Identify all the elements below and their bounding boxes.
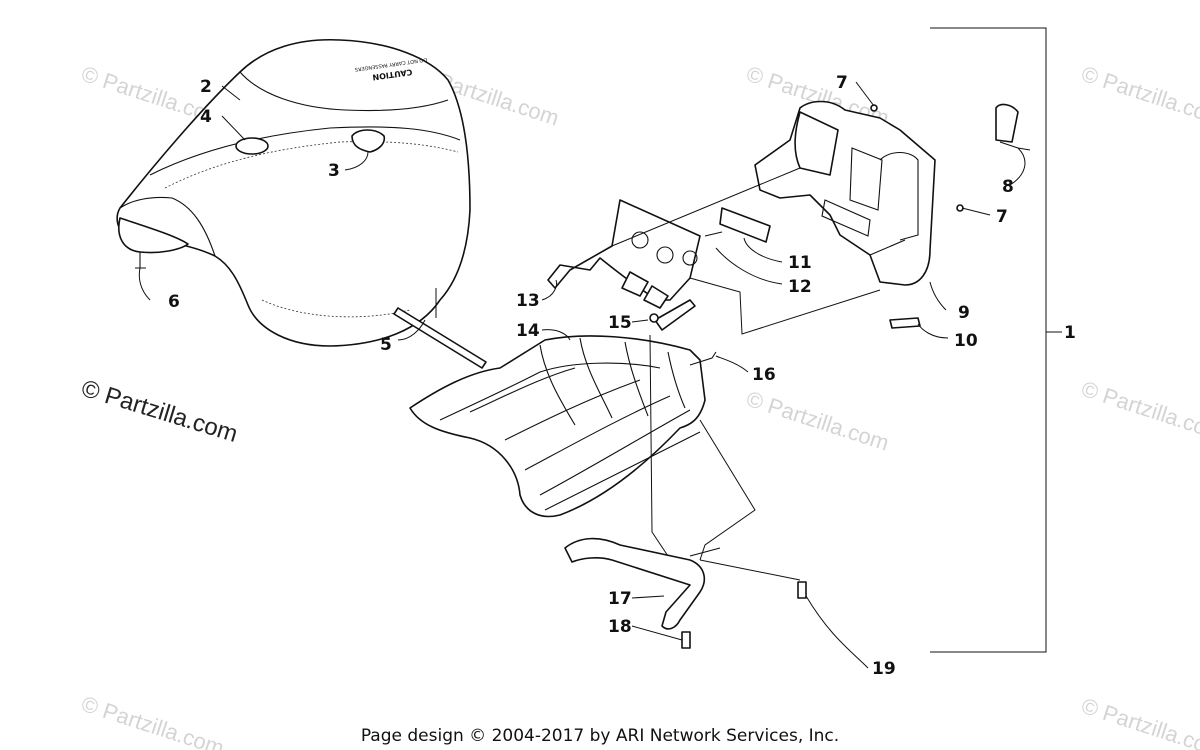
- seat-assembly: CAUTION DO NOT CARRY PASSENGERS: [116, 38, 471, 347]
- rear-console: [754, 100, 936, 286]
- callout-8: 8: [1002, 177, 1014, 197]
- screw: [870, 104, 878, 112]
- callout-10: 10: [954, 331, 978, 351]
- callout-7: 7: [996, 207, 1008, 227]
- callout-17: 17: [608, 589, 632, 609]
- callout-19: 19: [872, 659, 896, 679]
- pin: [689, 351, 717, 366]
- watermark: © Partzilla.com: [1078, 61, 1200, 131]
- callout-13: 13: [516, 291, 540, 311]
- callout-labels: 1 2 3 4 5 6 7 7 8 9 10 11 12 13 14 15 16…: [168, 73, 1076, 679]
- callout-16: 16: [752, 365, 776, 385]
- grab-handle: [564, 537, 721, 630]
- watermark: © Partzilla.com: [1078, 376, 1200, 446]
- seat-base-pan: [409, 335, 706, 518]
- callout-3: 3: [328, 161, 340, 181]
- assembly-bracket-line: [930, 27, 1047, 653]
- seat-base: [409, 335, 706, 518]
- callout-14: 14: [516, 321, 540, 341]
- plate: [719, 207, 771, 243]
- mounting-bracket: [547, 199, 701, 331]
- callout-4: 4: [200, 107, 212, 127]
- clip: [889, 317, 921, 329]
- console-latch: [995, 103, 1019, 143]
- seat-grommet: [235, 137, 269, 155]
- callout-15: 15: [608, 313, 632, 333]
- seat-strap: [351, 129, 386, 153]
- callout-12: 12: [788, 277, 812, 297]
- watermark-main: © Partzilla.com: [78, 375, 241, 448]
- callout-7: 7: [836, 73, 848, 93]
- seat-rod: [393, 288, 487, 369]
- callout-18: 18: [608, 617, 632, 637]
- watermark: © Partzilla.com: [743, 386, 892, 456]
- callout-9: 9: [958, 303, 970, 323]
- callout-6: 6: [168, 292, 180, 312]
- seat-front-latch: [118, 217, 189, 254]
- callout-2: 2: [200, 77, 212, 97]
- callout-11: 11: [788, 253, 812, 273]
- bolt: [797, 581, 807, 599]
- callout-5: 5: [380, 335, 392, 355]
- nut: [649, 313, 659, 323]
- callout-1: 1: [1064, 323, 1076, 343]
- spring: [704, 231, 723, 237]
- page-footer: Page design © 2004-2017 by ARI Network S…: [360, 726, 840, 746]
- bolt: [681, 631, 691, 649]
